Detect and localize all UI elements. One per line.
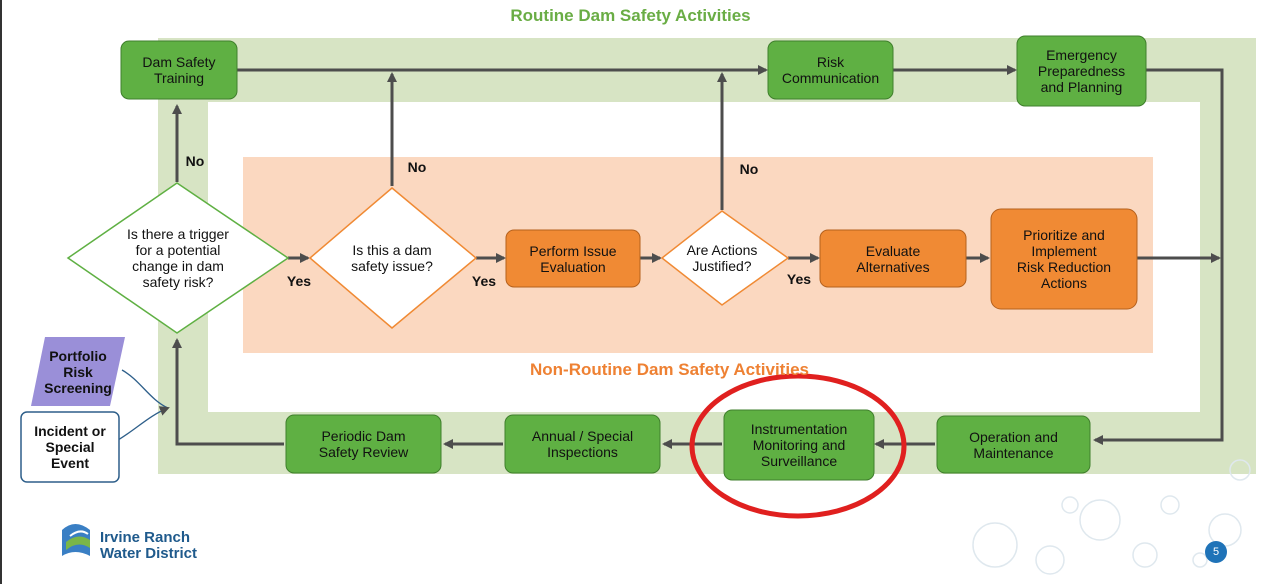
box-prioritize-shape	[990, 208, 1138, 310]
input-incident-shape	[20, 411, 120, 483]
box-annual-special: Annual / Special Inspections	[531, 428, 634, 460]
box-operation-shape	[936, 415, 1091, 474]
box-operation-maintenance: Operation and Maintenance	[969, 428, 1058, 461]
logo-text-line2: Water District	[100, 545, 197, 562]
box-emergency-preparedness: Emergency Preparedness and Planning	[1037, 47, 1126, 95]
connector-portfolio	[121, 369, 169, 409]
decision-actions-justified: Are Actions Justified?	[686, 242, 758, 274]
box-instrumentation: Instrumentation Monitoring and Surveilla…	[750, 421, 848, 469]
routine-title: Routine Dam Safety Activities	[510, 6, 751, 25]
box-prioritize-implement: Prioritize and Implement Risk Reduction …	[1016, 227, 1112, 291]
arrow-periodic-to-trigger	[172, 338, 284, 446]
decision-dam-issue-shape	[308, 187, 478, 329]
box-dam-safety-training: Dam Safety Training	[142, 54, 216, 86]
irwd-logo-icon	[62, 524, 90, 556]
non-routine-title: Non-Routine Dam Safety Activities	[530, 360, 809, 379]
box-perform-shape	[505, 229, 641, 288]
box-dam-safety-training-shape	[120, 40, 238, 100]
box-emergency-shape	[1016, 35, 1147, 107]
box-evaluate-alternatives: Evaluate Alternatives	[856, 242, 930, 275]
input-portfolio-shape	[31, 337, 125, 406]
box-perform-issue-evaluation: Perform Issue Evaluation	[529, 242, 617, 275]
decision-dam-safety-issue: Is this a dam safety issue?	[351, 242, 433, 274]
edge-label-yes-dam-issue: Yes	[471, 273, 497, 289]
connector-incident	[117, 406, 170, 441]
input-portfolio-risk-screening: Portfolio Risk Screening	[44, 348, 112, 396]
edge-label-no-dam-issue: No	[407, 159, 427, 175]
decision-trigger-shape	[66, 182, 290, 334]
page-number: 5	[1205, 541, 1227, 563]
edge-label-yes-trigger: Yes	[286, 273, 312, 289]
box-periodic-review: Periodic Dam Safety Review	[318, 428, 409, 460]
edge-label-yes-actions: Yes	[786, 271, 812, 287]
highlight-circle	[689, 373, 907, 519]
box-annual-shape	[504, 414, 661, 474]
box-periodic-shape	[285, 414, 442, 474]
edge-label-no-trigger: No	[185, 153, 205, 169]
box-risk-communication-shape	[767, 40, 894, 100]
edge-label-no-actions: No	[739, 161, 759, 177]
logo-text-line1: Irvine Ranch	[100, 529, 191, 546]
box-evaluate-shape	[819, 229, 967, 288]
decision-actions-shape	[660, 210, 790, 306]
input-incident-special-event: Incident or Special Event	[34, 423, 106, 471]
box-instrumentation-shape	[723, 409, 875, 481]
arrow-emergency-loop-right	[1093, 68, 1224, 445]
box-risk-communication: Risk Communication	[781, 54, 880, 86]
decision-trigger: Is there a trigger for a potential chang…	[127, 226, 229, 290]
